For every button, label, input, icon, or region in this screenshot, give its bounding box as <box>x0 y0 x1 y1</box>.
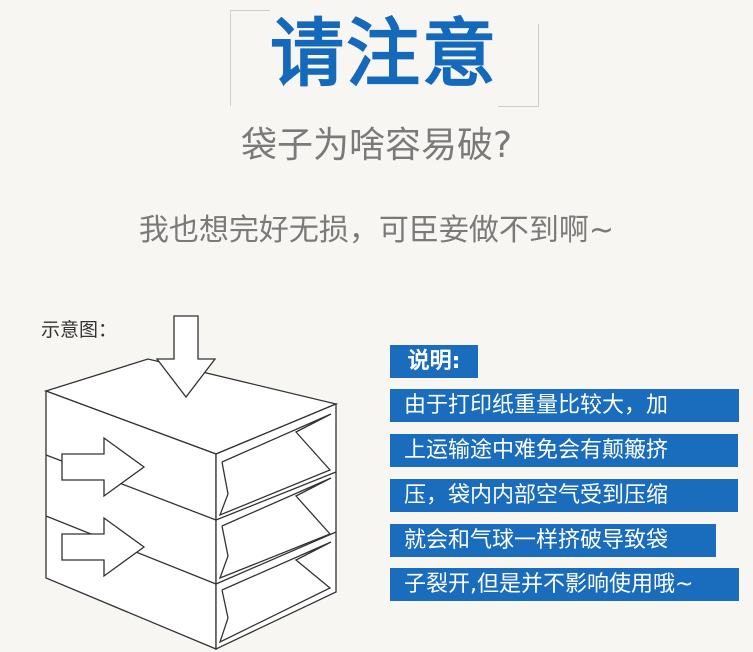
note-line-5: 子裂开,但是并不影响使用哦~ <box>390 568 739 601</box>
note-line-2: 上运输途中难免会有颠簸挤 <box>390 434 738 467</box>
box-right-seam-1 <box>215 471 337 521</box>
box-right-seam-2 <box>215 531 337 585</box>
arrow-right-icon <box>61 516 146 578</box>
tagline: 我也想完好无损，可臣妾做不到啊~ <box>138 213 615 248</box>
page-title: 请注意 <box>270 11 498 97</box>
box-right-fold-2 <box>218 477 332 580</box>
box-right-fold-3 <box>218 541 332 644</box>
arrow-right-icon <box>61 436 146 498</box>
diagram-label: 示意图： <box>41 319 118 341</box>
box-right-fold-1 <box>218 413 332 517</box>
arrow-down-icon <box>155 315 217 399</box>
subtitle: 袋子为啥容易破? <box>240 125 513 166</box>
paper-box-diagram <box>43 315 339 651</box>
note-line-4: 就会和气球一样挤破导致袋 <box>390 524 716 557</box>
note-line-3: 压，袋内内部空气受到压缩 <box>390 479 738 512</box>
note-header: 说明: <box>390 345 478 378</box>
note-line-1: 由于打印纸重量比较大，加 <box>390 389 739 422</box>
